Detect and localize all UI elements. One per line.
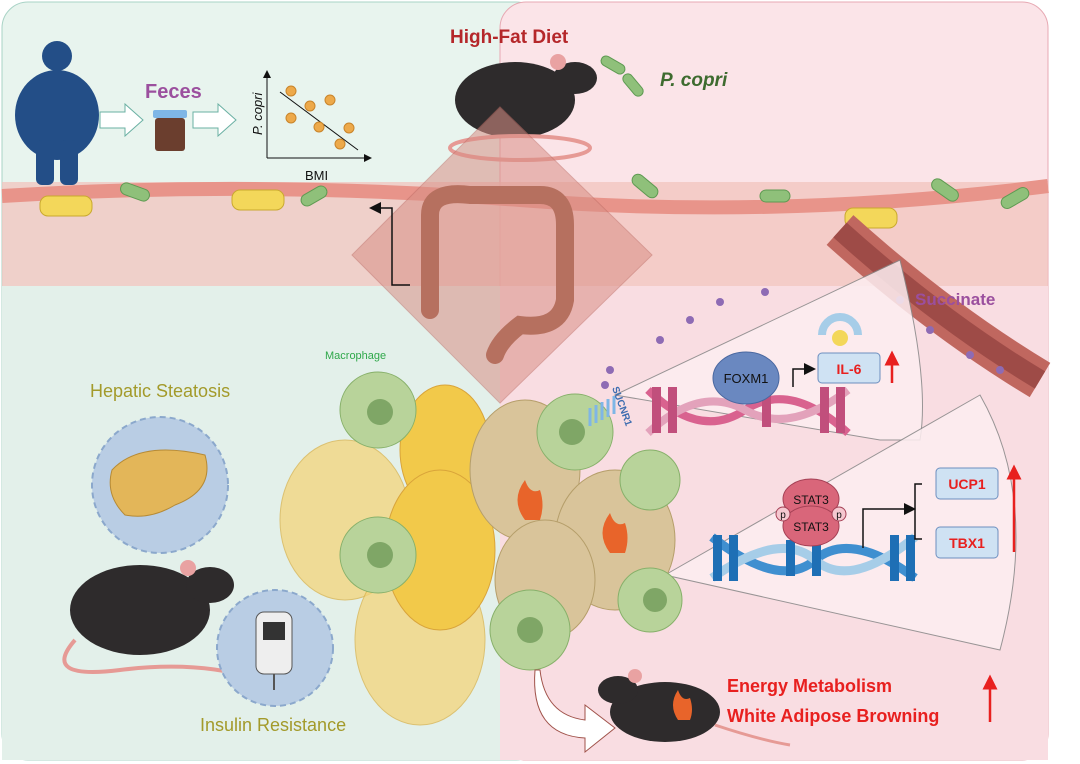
dna-pink-icon	[645, 386, 851, 436]
arrow-icon	[862, 503, 916, 548]
outcome-arrow-icon	[534, 669, 616, 754]
tbx1-label: TBX1	[949, 535, 985, 551]
lean-mouse-icon	[598, 669, 791, 747]
obese-person-icon	[15, 41, 99, 185]
succinate-label: Succinate	[915, 290, 995, 309]
arrow-icon	[99, 102, 144, 138]
sucnr1-receptor-icon	[588, 396, 616, 426]
plot-xlabel: BMI	[305, 168, 328, 183]
arrow-icon	[792, 363, 816, 387]
phospho-label: p	[780, 510, 786, 521]
correlation-plot: P. copri BMI	[250, 70, 372, 183]
stat3-bottom-label: STAT3	[793, 520, 829, 534]
obese-mouse-icon	[62, 560, 261, 682]
gut-zoom-diamond	[351, 106, 653, 404]
phospho-label: p	[836, 510, 842, 521]
macrophage-label: Macrophage	[325, 350, 386, 362]
phospho-badge	[831, 506, 847, 522]
colon-icon	[421, 185, 574, 364]
phospho-badge	[775, 506, 791, 522]
foxm1-factor	[712, 351, 780, 405]
bacterium-label: P. copri	[660, 70, 728, 91]
il6-box	[817, 352, 881, 384]
il6-label: IL-6	[837, 361, 862, 377]
outcome-browning-label: White Adipose Browning	[727, 706, 939, 726]
foxm1-label: FOXM1	[724, 371, 769, 386]
ucp1-box	[935, 467, 999, 500]
bracket-connector	[914, 483, 922, 540]
ligand-icon	[818, 313, 862, 346]
macrophage-nuclei	[367, 399, 667, 643]
stat3-top-label: STAT3	[793, 493, 829, 507]
insulin-resistance-label: Insulin Resistance	[200, 715, 346, 735]
diet-title: High-Fat Diet	[450, 27, 569, 48]
dna-blue-icon	[709, 533, 918, 582]
bacteria-group	[120, 55, 1030, 209]
plot-ylabel: P. copri	[250, 91, 265, 135]
feces-label: Feces	[145, 81, 202, 103]
feces-jar-icon	[153, 110, 187, 151]
hepatic-steatosis-label: Hepatic Steatosis	[90, 381, 230, 401]
glucometer-icon	[255, 611, 293, 690]
arrow-icon	[369, 202, 410, 286]
fire-icon	[517, 480, 628, 553]
liver-icon	[109, 449, 208, 517]
arrow-icon	[192, 102, 237, 138]
stat3-factor-bottom	[782, 505, 840, 547]
outcome-energy-label: Energy Metabolism	[727, 676, 892, 696]
tbx1-box	[935, 526, 999, 559]
yellow-bacteria	[39, 189, 898, 229]
ucp1-label: UCP1	[948, 476, 986, 492]
